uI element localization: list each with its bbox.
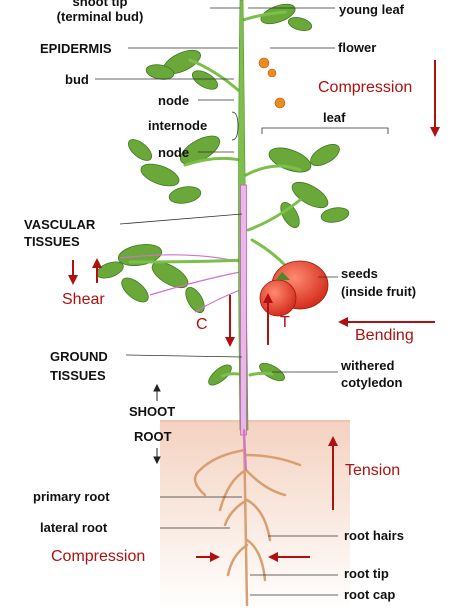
label-vascular: VASCULAR [24, 217, 96, 232]
flowers [258, 57, 286, 109]
force-tension: Tension [345, 462, 401, 479]
label-root-cap: root cap [344, 587, 396, 602]
force-compression-bottom: Compression [51, 548, 146, 565]
label-leaf: leaf [323, 110, 346, 125]
label-seeds: seeds [341, 266, 378, 281]
label-cotyledon: cotyledon [341, 375, 403, 390]
force-arrows [68, 60, 440, 562]
label-shoot-tip: shoot tip [72, 0, 128, 9]
label-node-upper: node [158, 93, 190, 108]
label-young-leaf: young leaf [339, 2, 405, 17]
label-withered: withered [341, 358, 395, 373]
label-bud: bud [65, 72, 89, 87]
root-vascular [243, 429, 247, 471]
label-root-tip: root tip [344, 566, 389, 581]
force-shear: Shear [62, 291, 105, 308]
label-terminal-bud: (terminal bud) [56, 9, 144, 24]
soil-region [160, 420, 350, 611]
leader-lines [95, 7, 389, 596]
label-inside-fruit: (inside fruit) [341, 284, 417, 299]
leaves [96, 3, 350, 386]
shoot-root-arrows [153, 383, 161, 465]
force-t: T [280, 314, 290, 331]
branches [128, 10, 302, 378]
label-flower: flower [338, 40, 377, 55]
vascular-core [240, 184, 247, 436]
fruits [259, 260, 329, 317]
label-ground-tissues: TISSUES [50, 368, 106, 383]
force-bending: Bending [355, 327, 414, 344]
label-root-hairs: root hairs [344, 528, 404, 543]
label-ground: GROUND [50, 349, 108, 364]
label-root: ROOT [134, 429, 172, 444]
label-node-lower: node [158, 145, 190, 160]
label-vascular-tissues: TISSUES [24, 234, 80, 249]
label-internode: internode [148, 118, 208, 133]
force-compression-top: Compression [318, 79, 413, 96]
label-epidermis: EPIDERMIS [40, 41, 112, 56]
label-primary-root: primary root [33, 489, 110, 504]
label-shoot: SHOOT [129, 404, 176, 419]
label-lateral-root: lateral root [40, 520, 108, 535]
force-c: C [196, 316, 208, 333]
